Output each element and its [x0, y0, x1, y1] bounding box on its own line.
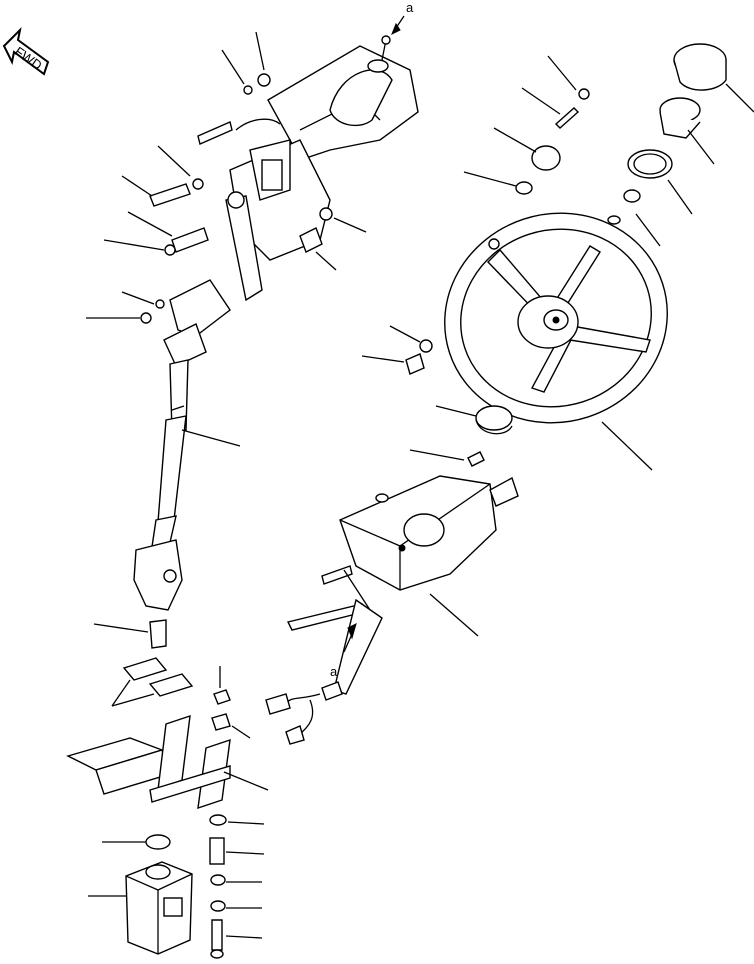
steering-console: a — [265, 475, 519, 745]
fwd-label: FWD — [12, 44, 45, 73]
connection-marker-a-bottom: a — [330, 664, 338, 679]
fwd-arrow-icon: FWD — [2, 26, 50, 76]
lower-column-parts — [66, 619, 269, 959]
connection-marker-a-top: a — [406, 0, 414, 15]
steering-wheel-assembly — [361, 43, 754, 471]
steering-column: a — [86, 0, 419, 611]
